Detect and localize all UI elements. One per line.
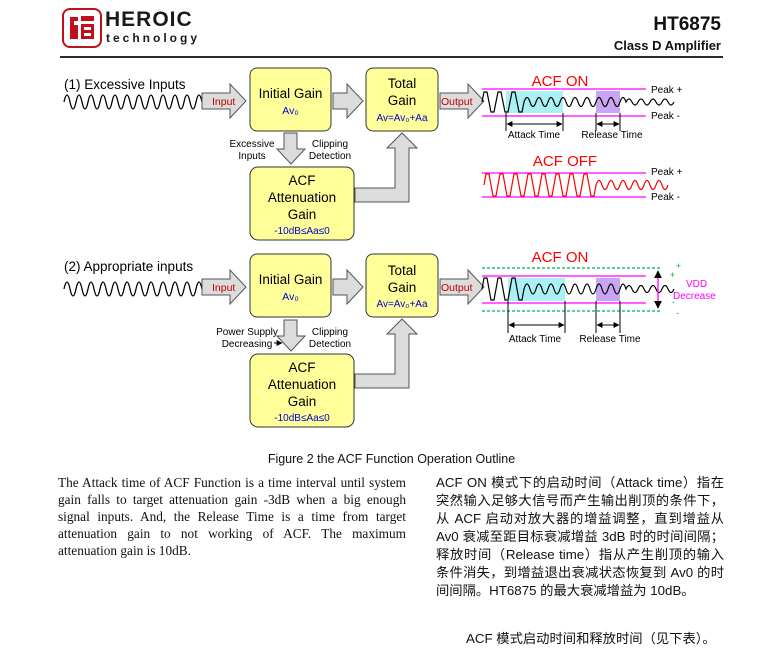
diagram2-left-note-2: Decreasing: [222, 339, 273, 350]
diagram1-left-note-2: Inputs: [238, 151, 265, 162]
diagram2-down-arrow: [275, 319, 307, 352]
acf-diagram: (1) Excessive Inputs Input Initial Gain …: [63, 67, 716, 428]
diagram2-acf-line1: ACF: [289, 360, 316, 375]
diagram2-plus-mark-1: +: [676, 261, 681, 271]
diagram1-right-note-2: Detection: [309, 151, 351, 162]
diagram2-total-gain-box: [365, 253, 439, 318]
diagram2-total-gain-sub: Av=Av₀+Aa: [376, 299, 427, 310]
diagram1-down-arrow: [275, 132, 307, 165]
company-name: HEROIC: [105, 8, 193, 31]
diagram1-left-note-1: Excessive: [229, 139, 274, 150]
diagram1-off-peak-plus-label: Peak +: [651, 167, 683, 178]
diagram1-attack-region: [506, 91, 563, 113]
diagram2-minus-mark-1: -: [672, 297, 675, 307]
diagram2-initial-gain-box: [249, 253, 332, 318]
header-divider: [60, 56, 723, 58]
diagram1-feedback-arrow: [354, 132, 419, 203]
diagram2-right-note-2: Detection: [309, 339, 351, 350]
diagram2-decrease-label: Decrease: [673, 291, 716, 302]
chinese-paragraph: ACF ON 模式下的启动时间（Attack time）指在突然输入足够大信号而…: [436, 475, 724, 598]
diagram2-initial-gain-sub: Av₀: [282, 291, 298, 303]
diagram1-off-peak-minus-label: Peak -: [651, 192, 680, 203]
diagram2-right-note-1: Clipping: [312, 327, 348, 338]
diagram1-acf-off-wave: [483, 173, 669, 197]
diagram1-acf-sub: -10dB≤Aa≤0: [274, 226, 330, 237]
diagram2-acf-line2: Attenuation: [268, 377, 336, 392]
diagram-excessive-inputs: (1) Excessive Inputs Input Initial Gain …: [63, 67, 683, 241]
diagram2-feedback-arrow: [354, 318, 419, 389]
diagram1-total-gain-line1: Total: [388, 76, 417, 91]
diagram1-total-gain-box: [365, 67, 439, 132]
diagram1-acf-line1: ACF: [289, 173, 316, 188]
diagram1-acf-on-wave: [481, 91, 675, 113]
diagram2-output-arrow: [439, 268, 485, 306]
diagram1-output-label: Output: [441, 96, 473, 108]
heroic-logo-icon: [62, 8, 102, 48]
diagram2-attack-time-label: Attack Time: [509, 334, 562, 345]
diagram2-acf-on-wave: [481, 277, 675, 301]
diagram2-acf-line3: Gain: [288, 394, 317, 409]
diagram2-total-gain-line2: Gain: [388, 280, 417, 295]
product-subtitle: Class D Amplifier: [613, 38, 721, 53]
diagram1-input-arrow: [201, 82, 247, 120]
diagram2-title: (2) Appropriate inputs: [64, 259, 193, 274]
diagram-appropriate-inputs: (2) Appropriate inputs Input Initial Gai…: [63, 249, 716, 428]
diagram1-total-gain-sub: Av=Av₀+Aa: [376, 113, 427, 124]
diagram2-minus-mark-2: -: [676, 308, 679, 318]
diagram1-acf-on-title: ACF ON: [532, 73, 589, 90]
diagram2-output-label: Output: [441, 282, 473, 294]
diagram1-acf-line3: Gain: [288, 207, 317, 222]
chinese-paragraph-2: ACF 模式启动时间和释放时间（见下表）。: [466, 631, 716, 646]
company-name-sub: technology: [106, 31, 201, 45]
diagram1-acf-line2: Attenuation: [268, 190, 336, 205]
diagram1-peak-plus-label: Peak +: [651, 85, 683, 96]
diagram1-attack-time-label: Attack Time: [508, 130, 561, 141]
diagram1-initial-gain-box: [249, 67, 332, 132]
diagram2-acf-box: [249, 353, 355, 428]
diagram1-right-note-1: Clipping: [312, 139, 348, 150]
diagram1-input-label: Input: [212, 96, 235, 108]
figure-caption: Figure 2 the ACF Function Operation Outl…: [267, 452, 516, 466]
diagram1-initial-gain-label: Initial Gain: [259, 86, 323, 101]
diagram2-initial-gain-label: Initial Gain: [259, 272, 323, 287]
model-number: HT6875: [653, 14, 721, 35]
diagram2-plus-mark-2: +: [670, 270, 675, 280]
diagram2-input-arrow: [201, 268, 247, 306]
diagram2-acf-on-title: ACF ON: [532, 249, 589, 266]
diagram1-peak-minus-label: Peak -: [651, 111, 680, 122]
diagram2-acf-sub: -10dB≤Aa≤0: [274, 413, 330, 424]
diagram1-total-gain-line2: Gain: [388, 93, 417, 108]
diagram2-input-wave: [63, 281, 203, 297]
diagram2-total-gain-line1: Total: [388, 263, 417, 278]
diagram1-acf-box: [249, 166, 355, 241]
diagram1-output-arrow: [439, 82, 485, 120]
diagram1-acf-off-title: ACF OFF: [533, 153, 597, 170]
diagram1-arrow-to-total: [332, 82, 364, 120]
diagram1-release-time-label: Release Time: [581, 130, 643, 141]
english-paragraph: The Attack time of ACF Function is a tim…: [58, 475, 406, 558]
diagram1-input-wave: [63, 94, 203, 110]
diagram2-input-label: Input: [212, 282, 235, 294]
diagram2-arrow-to-total: [332, 268, 364, 306]
diagram2-release-time-label: Release Time: [579, 334, 641, 345]
diagram1-title: (1) Excessive Inputs: [64, 77, 186, 92]
diagram2-left-note-1: Power Supply: [216, 327, 278, 338]
diagram2-vdd-label: VDD: [686, 279, 707, 290]
diagram1-initial-gain-sub: Av₀: [282, 105, 298, 117]
